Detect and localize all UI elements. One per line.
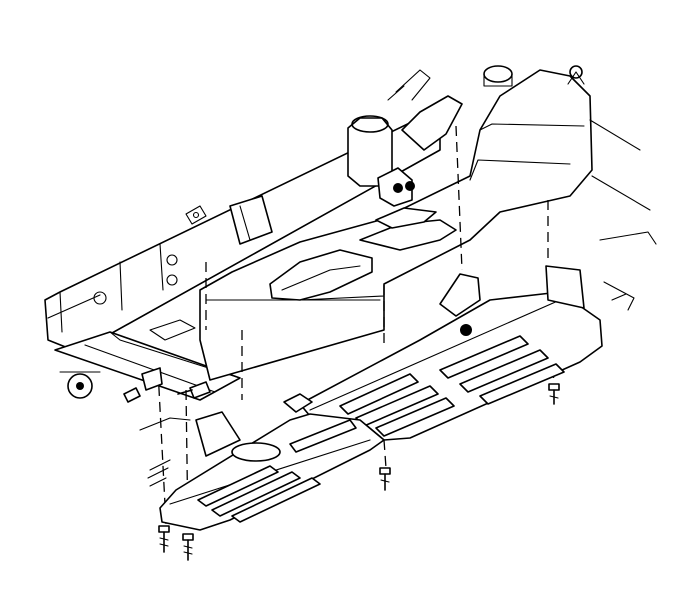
right-frame-detail <box>589 119 657 311</box>
fuel-tank <box>199 65 593 381</box>
fasteners <box>123 367 560 561</box>
bolt-icon <box>548 383 560 405</box>
shield-rear <box>299 265 603 441</box>
bolt-icon <box>177 381 211 399</box>
bolt-icon <box>182 533 194 561</box>
bolt-icon <box>379 467 391 491</box>
shield-front <box>159 393 385 531</box>
bolt-icon <box>158 525 170 553</box>
bracket-small <box>123 367 163 403</box>
lower-left-detail <box>139 417 191 487</box>
engine-mount-bracket <box>229 69 463 245</box>
